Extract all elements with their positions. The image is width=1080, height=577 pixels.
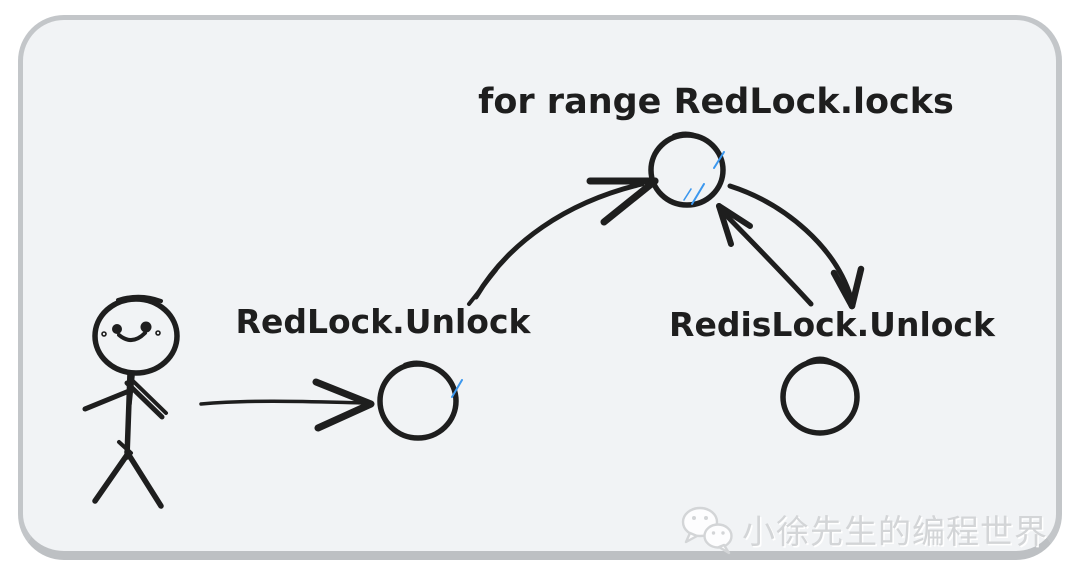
watermark: 小徐先生的编程世界 xyxy=(679,503,1048,555)
label-for-range: for range RedLock.locks xyxy=(478,82,954,122)
stick-figure xyxy=(82,294,180,509)
wechat-icon xyxy=(681,506,733,555)
node-redislock-unlock xyxy=(763,338,877,456)
arrow-redislock-to-forrange xyxy=(716,203,814,307)
arrow-caller-to-redlock xyxy=(199,378,375,432)
watermark-text: 小徐先生的编程世界 xyxy=(742,512,1048,551)
node-for-range-redlock-locks xyxy=(630,111,744,229)
label-redislock-unlock: RedisLock.Unlock xyxy=(669,305,996,344)
sketch-frame xyxy=(18,15,1062,560)
arrow-forrange-to-redislock xyxy=(727,183,865,310)
node-redlock-unlock xyxy=(361,342,475,460)
label-redlock-unlock: RedLock.Unlock xyxy=(236,302,532,341)
arrow-redlock-to-forrange xyxy=(467,177,659,306)
